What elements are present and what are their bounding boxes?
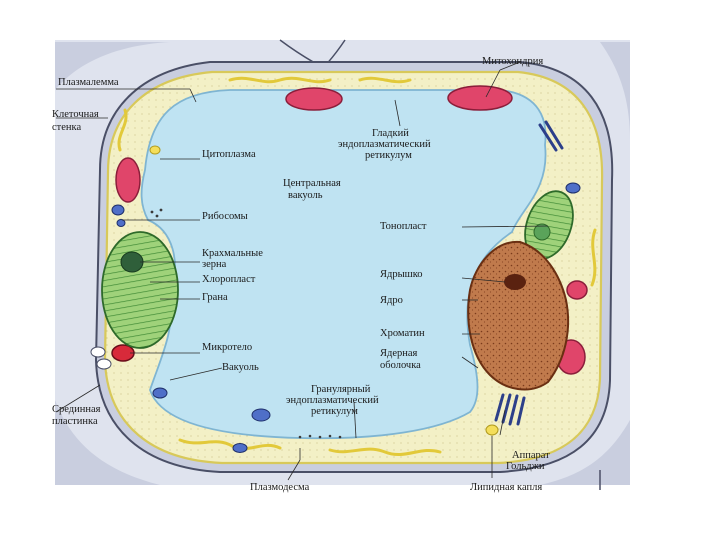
- mitochondrion-top-center: [286, 88, 342, 110]
- label-nucleolus: Ядрышко: [380, 269, 423, 280]
- lipid-droplet-shape: [486, 425, 498, 435]
- label-middle-lamella-2: пластинка: [52, 416, 98, 427]
- label-nucleus: Ядро: [380, 295, 403, 306]
- label-nuclear-envelope-2: оболочка: [380, 360, 421, 371]
- label-grana: Грана: [202, 292, 228, 303]
- mitochondrion-top-right: [448, 86, 512, 110]
- label-central-vacuole-2: вакуоль: [288, 190, 323, 201]
- label-smooth-er-1: Гладкий: [372, 128, 409, 139]
- label-cytoplasm: Цитоплазма: [202, 149, 256, 160]
- label-tonoplast: Тонопласт: [380, 221, 427, 232]
- label-smooth-er-2: эндоплазматический: [338, 139, 431, 150]
- label-mitochondria: Митохондрия: [482, 56, 543, 67]
- vesicle-6: [233, 444, 247, 453]
- label-smooth-er-3: ретикулум: [365, 150, 412, 161]
- label-ribosomes: Рибосомы: [202, 211, 248, 222]
- lipid-droplet-shape-2: [150, 146, 160, 154]
- label-middle-lamella-1: Срединная: [52, 404, 101, 415]
- label-chloroplast: Хлоропласт: [202, 274, 256, 285]
- label-rough-er-3: ретикулум: [311, 406, 358, 417]
- label-starch-2: зерна: [202, 259, 227, 270]
- vesicle-1: [112, 205, 124, 215]
- vesicle-2: [117, 220, 125, 227]
- label-vacuole: Вакуоль: [222, 362, 259, 373]
- label-plasmalemma: Плазмалемма: [58, 77, 119, 88]
- label-nuclear-envelope-1: Ядерная: [380, 348, 418, 359]
- mitochondrion-right-small: [567, 281, 587, 299]
- label-microbody: Микротело: [202, 342, 252, 353]
- label-golgi-1: Аппарат: [512, 450, 550, 461]
- label-starch-1: Крахмальные: [202, 248, 263, 259]
- label-lipid-droplet: Липидная капля: [470, 482, 542, 493]
- starch-grain-shape: [121, 252, 143, 272]
- nucleolus-shape: [504, 274, 526, 290]
- label-golgi-2: Гольджи: [506, 461, 545, 472]
- label-cell-wall-2: стенка: [52, 122, 81, 133]
- chloroplast-left: [102, 232, 178, 348]
- label-central-vacuole-1: Центральная: [283, 178, 341, 189]
- label-plasmodesma: Плазмодесма: [250, 482, 310, 493]
- label-rough-er-2: эндоплазматический: [286, 395, 379, 406]
- label-chromatin: Хроматин: [380, 328, 425, 339]
- vesicle-4: [252, 409, 270, 421]
- mitochondrion-left: [116, 158, 140, 202]
- vesicle-3: [153, 388, 167, 398]
- label-rough-er-1: Гранулярный: [311, 384, 371, 395]
- vesicle-5: [566, 183, 580, 193]
- label-cell-wall-1: Клеточная: [52, 109, 99, 120]
